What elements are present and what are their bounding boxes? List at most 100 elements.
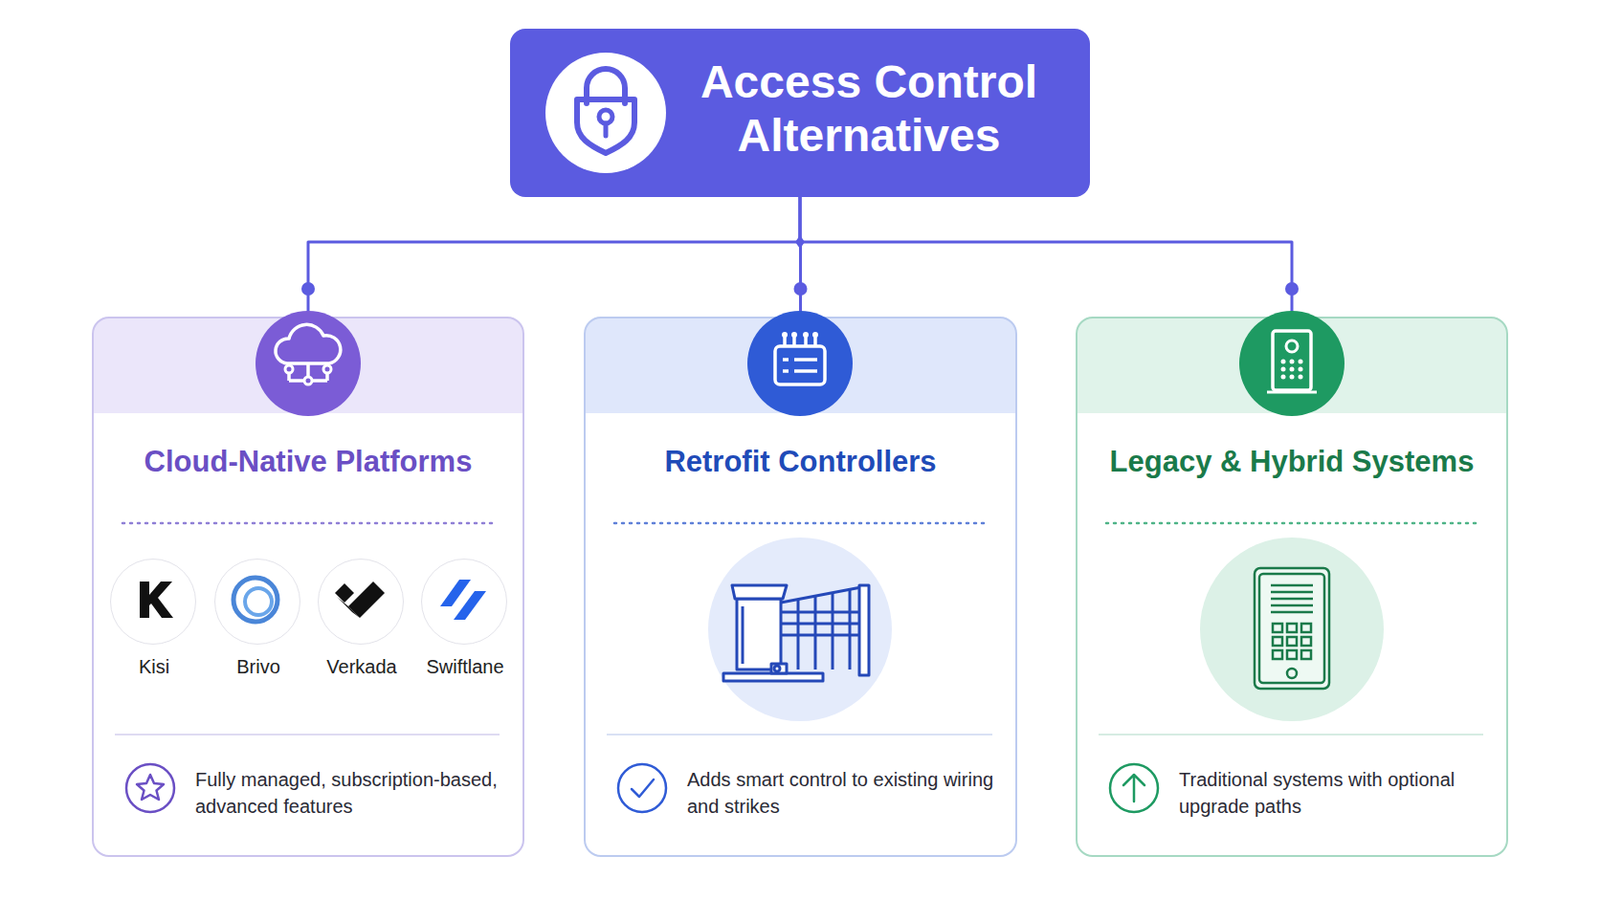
- illustration-part: [323, 365, 332, 374]
- illustration-part: [781, 332, 788, 338]
- illustration-part: [859, 585, 869, 676]
- illustration-part: [304, 377, 312, 385]
- vendor-logo: Verkada: [317, 558, 404, 645]
- illustration-part: [1289, 359, 1295, 365]
- illustration-part: [1254, 568, 1330, 689]
- card-title: Legacy & Hybrid Systems: [1096, 443, 1488, 481]
- illustration-part: [1281, 367, 1287, 373]
- card-title: Retrofit Controllers: [604, 443, 997, 481]
- illustration-part: [1266, 391, 1317, 395]
- cloud-icon: [255, 311, 361, 417]
- illustration-part: [723, 585, 869, 682]
- category-card: Legacy & Hybrid SystemsTraditional syste…: [1075, 316, 1509, 858]
- illustration-part: [136, 775, 164, 800]
- illustration-part: [631, 779, 654, 798]
- illustration-part: [603, 123, 609, 136]
- vendor-logo: Brivo: [214, 558, 301, 645]
- category-card: Cloud-Native PlatformsFully managed, sub…: [91, 316, 525, 858]
- lock-icon: [545, 52, 667, 174]
- title-box: Access Control Alternatives: [510, 28, 1090, 198]
- illustration-part: [741, 606, 745, 665]
- illustration-part: [1259, 574, 1325, 684]
- illustration-part: [1281, 359, 1304, 380]
- illustration-part: [747, 311, 853, 417]
- illustration-part: [1272, 623, 1283, 633]
- illustration-part: [606, 733, 993, 736]
- illustration-part: [1287, 623, 1297, 633]
- illustration-part: [1254, 568, 1330, 689]
- illustration-part: [1281, 359, 1287, 365]
- illustration-part: [244, 588, 272, 616]
- illustration-part: [784, 336, 816, 347]
- vendor-logo: Kisi: [110, 558, 197, 645]
- illustration-part: [1287, 668, 1297, 679]
- star-icon: [126, 764, 175, 813]
- verkada-logo: [334, 581, 385, 619]
- connector-line: [308, 197, 800, 317]
- illustration-part: [708, 537, 892, 722]
- illustration-part: [782, 357, 789, 362]
- illustration-part: [586, 68, 625, 104]
- illustration-part: [771, 664, 787, 674]
- swiftlane-logo: [440, 579, 487, 621]
- vendor-name: Brivo: [196, 655, 321, 679]
- illustration-part: [306, 363, 311, 381]
- connector-dot: [794, 282, 808, 296]
- illustration-part: [794, 369, 818, 374]
- illustration-part: [285, 365, 293, 374]
- illustration-part: [802, 332, 809, 338]
- illustration-part: [1239, 311, 1345, 417]
- illustration-part: [440, 579, 471, 607]
- connector-line: [799, 197, 803, 317]
- controller-icon: [747, 311, 853, 417]
- illustration-part: [577, 99, 635, 154]
- illustration-part: [334, 583, 355, 603]
- illustration-part: [599, 110, 613, 124]
- illustration-part: [1110, 764, 1158, 813]
- illustration-part: [1289, 367, 1295, 373]
- vendor-name: Swiftlane: [402, 655, 528, 679]
- illustration-part: [1281, 375, 1287, 380]
- card-title: Cloud-Native Platforms: [112, 443, 504, 481]
- illustration-part: [1298, 359, 1304, 365]
- illustration-part: [1270, 585, 1313, 613]
- illustration-part: [255, 311, 361, 417]
- dotted-divider: [122, 522, 1478, 526]
- vendor-logo: Swiftlane: [421, 558, 508, 645]
- intercom-illustration: [1200, 537, 1384, 722]
- gate-illustration: [708, 537, 892, 722]
- illustration-part: [1286, 340, 1298, 353]
- intercom-icon: [1239, 311, 1345, 417]
- branch-connector: [794, 197, 808, 317]
- illustration-part: [1200, 537, 1384, 722]
- illustration-part: [287, 371, 291, 381]
- card-description: Traditional systems with optional upgrad…: [1178, 766, 1501, 821]
- card-description: Fully managed, subscription-based, advan…: [195, 766, 517, 821]
- illustration-part: [780, 612, 867, 636]
- illustration-part: [791, 332, 798, 338]
- illustration-part: [325, 371, 330, 381]
- illustration-part: [1106, 522, 1478, 526]
- illustration-part: [723, 673, 823, 682]
- illustration-part: [618, 764, 667, 813]
- illustration-part: [336, 597, 360, 619]
- branch-connector: [800, 197, 1299, 317]
- junction-mark: [795, 235, 805, 249]
- connector-line: [800, 197, 1292, 317]
- separator-line: [114, 733, 1484, 736]
- illustration-part: [453, 591, 487, 621]
- vendor-name: Verkada: [299, 655, 424, 679]
- illustration-part: [1272, 331, 1312, 391]
- connector-dot: [301, 282, 315, 296]
- illustration-part: [1301, 637, 1312, 646]
- connector-dot: [1285, 282, 1299, 296]
- illustration-part: [288, 378, 328, 383]
- illustration-part: [732, 585, 787, 600]
- vendor-name: Kisi: [91, 655, 217, 679]
- illustration-part: [794, 357, 818, 362]
- illustration-part: [782, 369, 789, 374]
- illustration-part: [736, 599, 781, 670]
- illustration-part: [614, 522, 987, 526]
- category-card: Retrofit ControllersAdds smart control t…: [583, 316, 1018, 858]
